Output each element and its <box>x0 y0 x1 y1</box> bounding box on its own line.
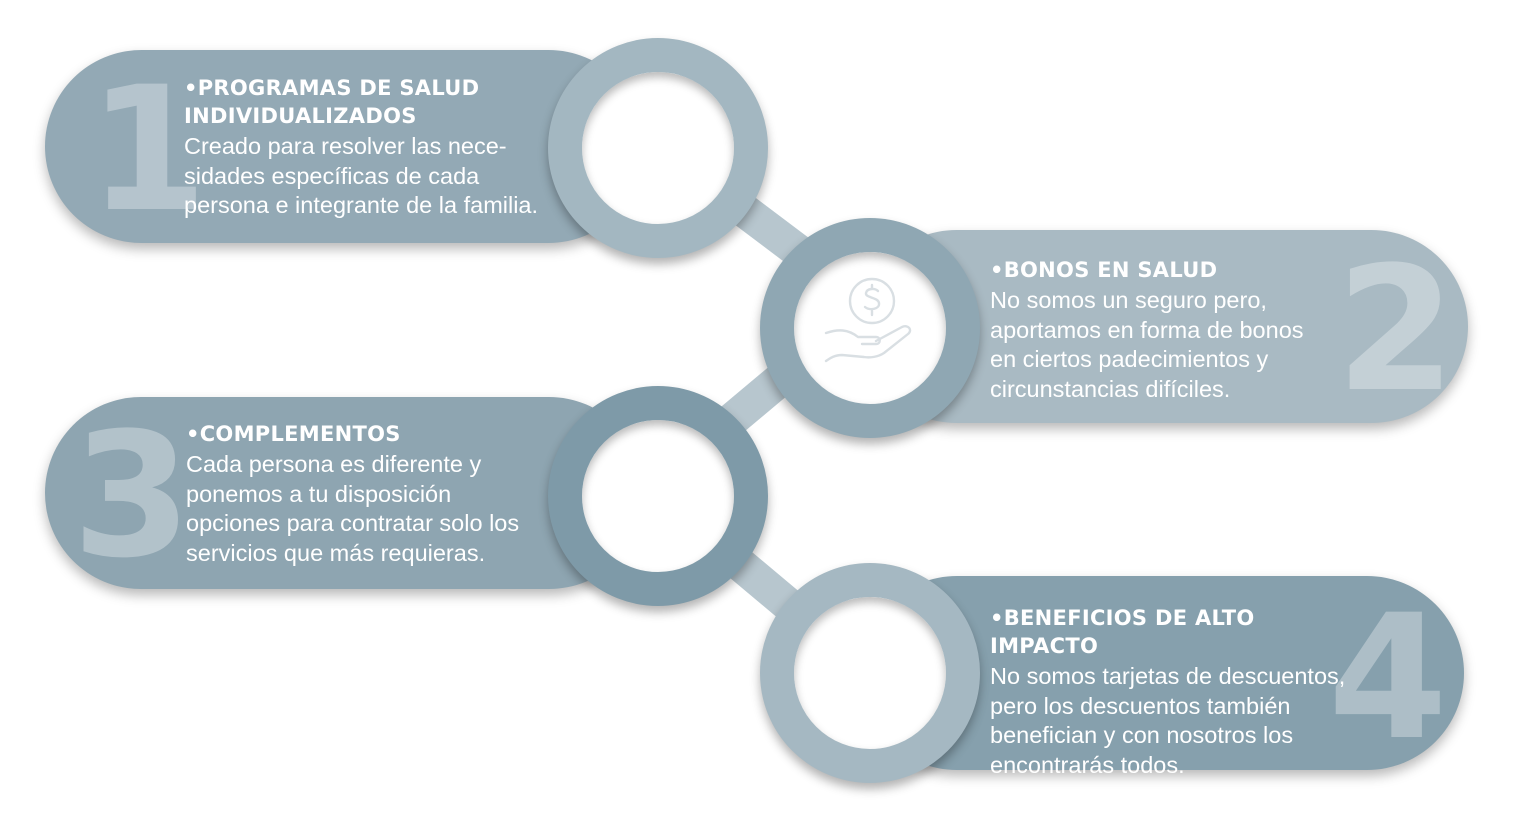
step-3-content: •COMPLEMENTOS Cada persona es diferente … <box>186 420 566 568</box>
step-3-pill <box>45 397 645 589</box>
step-4-title: •BENEFICIOS DE ALTO IMPACTO <box>990 606 1255 658</box>
step-2-content: •BONOS EN SALUD No somos un seguro pero,… <box>990 256 1350 404</box>
step-4-number: 4 <box>1328 577 1448 778</box>
step-3-ring <box>548 386 768 606</box>
step-1-content: •PROGRAMAS DE SALUD INDIVIDUALIZADOS Cre… <box>184 74 564 221</box>
step-2-title: •BONOS EN SALUD <box>990 258 1218 282</box>
step-1-ring <box>548 38 768 258</box>
step-4-ring <box>760 563 980 783</box>
step-3-description: Cada persona es diferente y ponemos a tu… <box>186 451 520 566</box>
step-2-number: 2 <box>1336 229 1456 430</box>
hand-holding-dollar-icon <box>824 277 912 363</box>
step-4-content: •BENEFICIOS DE ALTO IMPACTO No somos tar… <box>990 604 1370 780</box>
step-1-number: 1 <box>88 49 208 250</box>
step-1-pill <box>45 50 645 243</box>
step-1-description: Creado para resolver las nece- sidades e… <box>184 133 539 218</box>
step-3-title: •COMPLEMENTOS <box>186 422 401 446</box>
step-1-title: •PROGRAMAS DE SALUD INDIVIDUALIZADOS <box>184 76 480 128</box>
step-4-description: No somos tarjetas de descuentos, pero lo… <box>990 663 1346 778</box>
step-2-description: No somos un seguro pero, aportamos en fo… <box>990 287 1304 402</box>
step-3-number: 3 <box>72 395 192 596</box>
